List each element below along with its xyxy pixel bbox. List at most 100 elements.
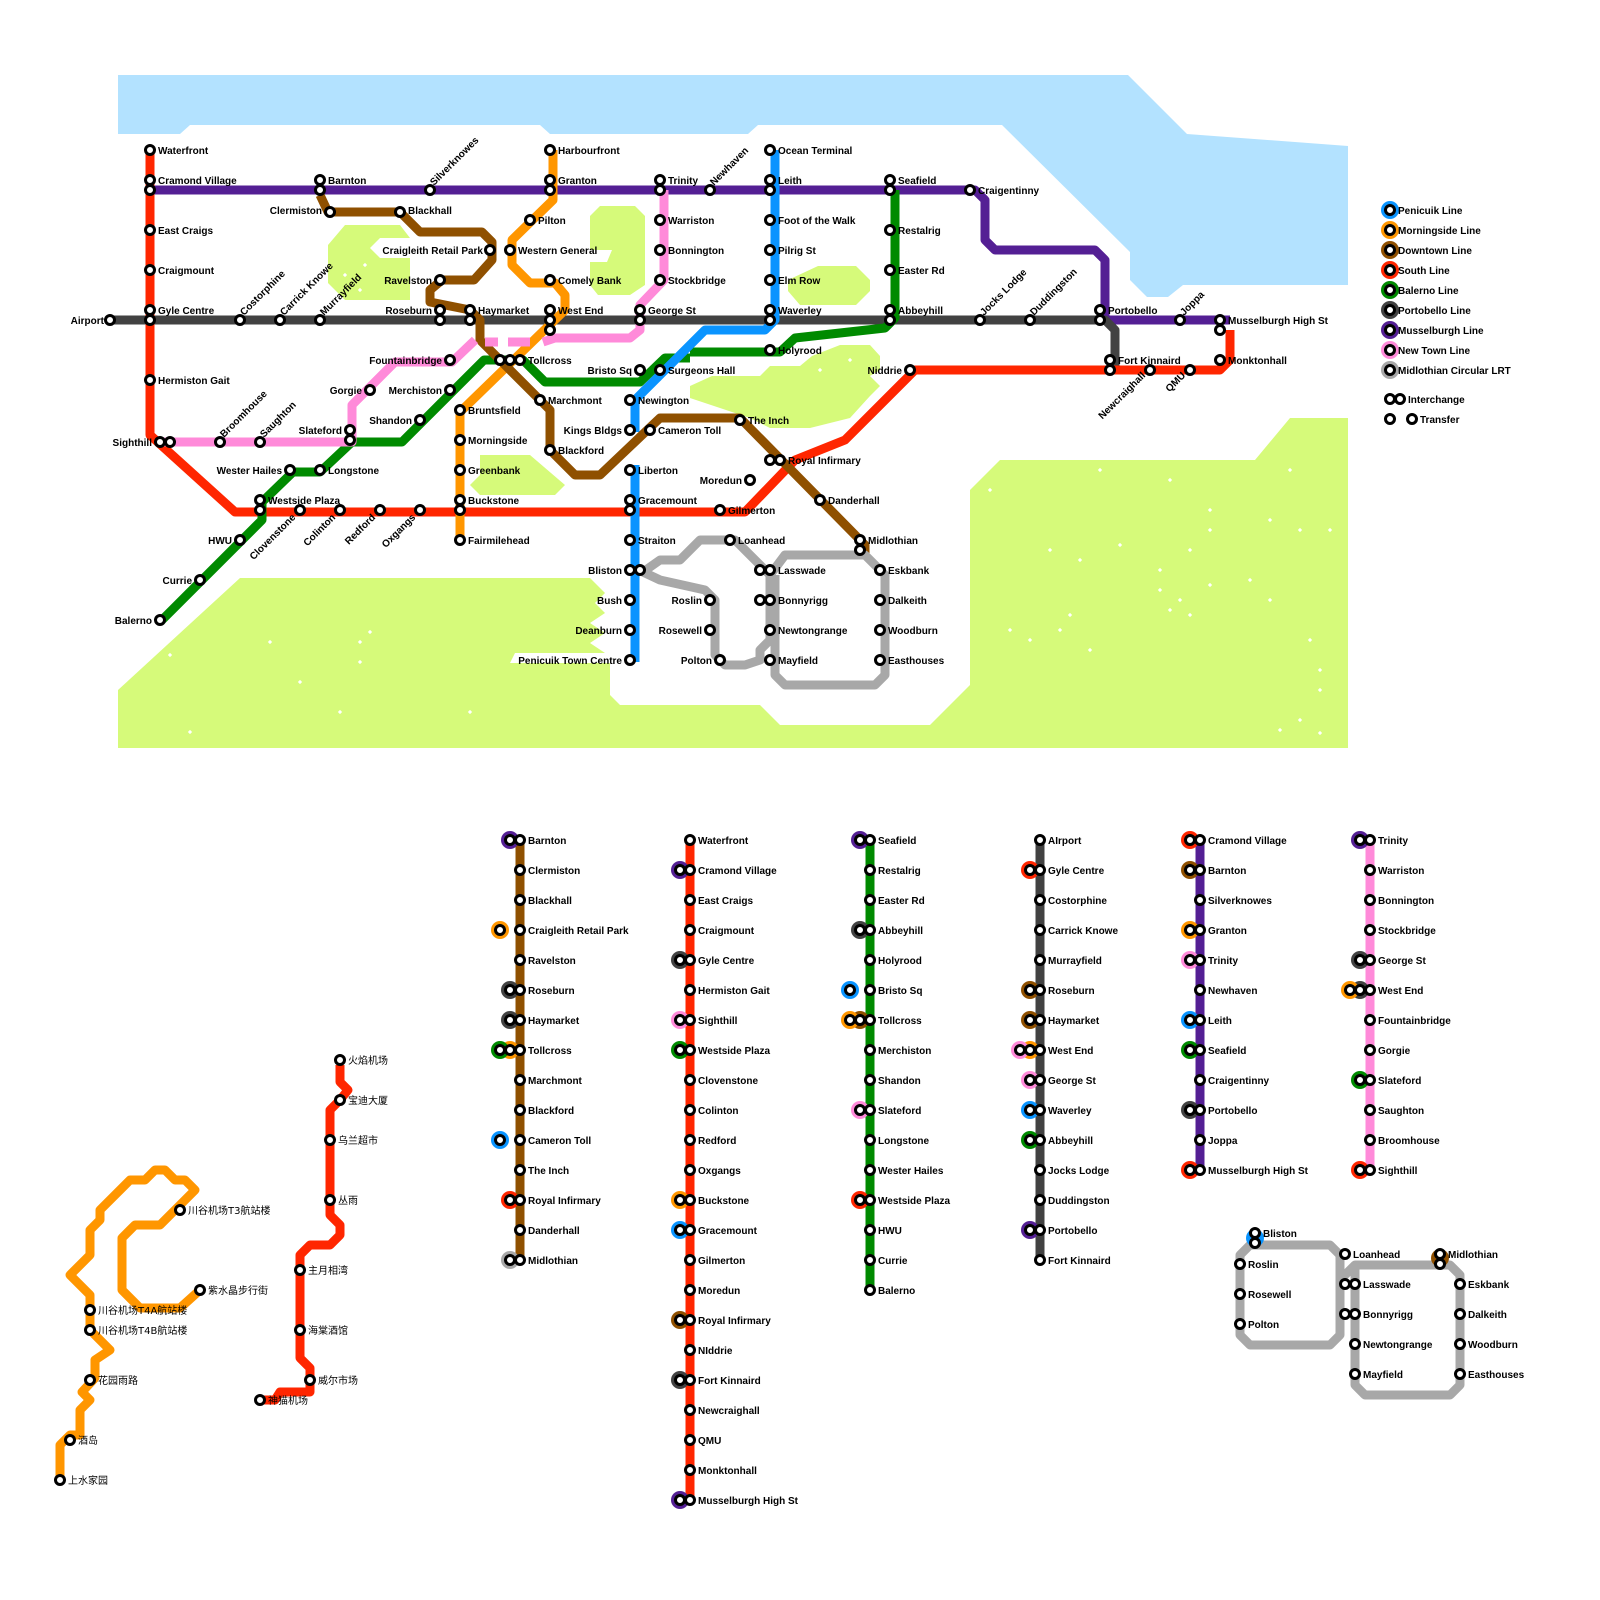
station-deanburn[interactable] <box>624 624 636 636</box>
station-cameron-toll[interactable] <box>644 424 656 436</box>
station-longstone[interactable] <box>314 464 326 476</box>
transfer-marker[interactable] <box>494 924 506 936</box>
cn-red-station[interactable] <box>334 1054 346 1066</box>
station-clermiston[interactable] <box>324 206 336 218</box>
strip-station[interactable] <box>1034 1254 1046 1266</box>
station-westside-plaza[interactable] <box>254 494 266 506</box>
station-hermiston-gait[interactable] <box>144 374 156 386</box>
station-platform[interactable] <box>494 354 506 366</box>
station-balerno[interactable] <box>154 614 166 626</box>
station-qmu[interactable] <box>1184 364 1196 376</box>
interchange-marker[interactable] <box>1184 1104 1196 1116</box>
cn-red-station[interactable] <box>304 1374 316 1386</box>
station-dalkeith[interactable] <box>874 594 886 606</box>
strip-station[interactable] <box>1034 1014 1046 1026</box>
strip-station[interactable] <box>1194 1134 1206 1146</box>
strip-station[interactable] <box>864 834 876 846</box>
interchange-marker[interactable] <box>1024 1224 1036 1236</box>
cn-orange-station[interactable] <box>84 1374 96 1386</box>
station-currie[interactable] <box>194 574 206 586</box>
strip-station[interactable] <box>514 834 526 846</box>
station-seafield[interactable] <box>884 174 896 186</box>
station-costorphine[interactable] <box>234 314 246 326</box>
strip-station[interactable] <box>1034 894 1046 906</box>
station-ravelston[interactable] <box>434 274 446 286</box>
strip-station[interactable] <box>684 1284 696 1296</box>
station-saughton[interactable] <box>254 436 266 448</box>
cn-red-station[interactable] <box>254 1394 266 1406</box>
strip-station[interactable] <box>514 1014 526 1026</box>
station-portobello[interactable] <box>1094 304 1106 316</box>
loop-station[interactable] <box>1234 1288 1246 1300</box>
interchange-marker[interactable] <box>494 1044 506 1056</box>
strip-station[interactable] <box>684 1044 696 1056</box>
strip-station[interactable] <box>1364 1164 1376 1176</box>
station-bonnyrigg[interactable] <box>764 594 776 606</box>
station-platform[interactable] <box>634 314 646 326</box>
strip-station[interactable] <box>1194 1044 1206 1056</box>
loop-station[interactable] <box>1249 1237 1261 1249</box>
strip-station[interactable] <box>684 1224 696 1236</box>
station-straiton[interactable] <box>624 534 636 546</box>
strip-station[interactable] <box>864 1014 876 1026</box>
interchange-marker[interactable] <box>674 1014 686 1026</box>
strip-station[interactable] <box>1364 1074 1376 1086</box>
interchange-marker[interactable] <box>1184 1014 1196 1026</box>
station-airport[interactable] <box>104 314 116 326</box>
strip-station[interactable] <box>684 1374 696 1386</box>
station-platform[interactable] <box>434 314 446 326</box>
station-niddrie[interactable] <box>904 364 916 376</box>
strip-station[interactable] <box>864 864 876 876</box>
cn-orange-station[interactable] <box>84 1324 96 1336</box>
interchange-marker[interactable] <box>1024 1014 1036 1026</box>
strip-station[interactable] <box>684 1404 696 1416</box>
station-bristo-sq[interactable] <box>634 364 646 376</box>
strip-station[interactable] <box>684 864 696 876</box>
station-comely-bank[interactable] <box>544 274 556 286</box>
station-western-general[interactable] <box>504 244 516 256</box>
station-duddingston[interactable] <box>1024 314 1036 326</box>
station-ocean-terminal[interactable] <box>764 144 776 156</box>
station-waverley[interactable] <box>764 304 776 316</box>
strip-station[interactable] <box>1364 954 1376 966</box>
loop-station[interactable] <box>1339 1308 1351 1320</box>
strip-station[interactable] <box>1034 1194 1046 1206</box>
station-pilton[interactable] <box>524 214 536 226</box>
station-platform[interactable] <box>1214 324 1226 336</box>
station-loanhead[interactable] <box>724 534 736 546</box>
station-platform[interactable] <box>314 184 326 196</box>
cn-red-station[interactable] <box>294 1264 306 1276</box>
strip-station[interactable] <box>1194 1164 1206 1176</box>
station-platform[interactable] <box>764 314 776 326</box>
interchange-marker[interactable] <box>674 1194 686 1206</box>
strip-station[interactable] <box>684 924 696 936</box>
station-royal-infirmary[interactable] <box>774 454 786 466</box>
station-platform[interactable] <box>464 314 476 326</box>
interchange-marker[interactable] <box>674 1374 686 1386</box>
loop-station[interactable] <box>1339 1248 1351 1260</box>
station-craigleith[interactable] <box>484 244 496 256</box>
interchange-marker[interactable] <box>1024 1074 1036 1086</box>
loop-station[interactable] <box>1454 1368 1466 1380</box>
strip-station[interactable] <box>1194 954 1206 966</box>
station-east-craigs[interactable] <box>144 224 156 236</box>
strip-station[interactable] <box>684 1494 696 1506</box>
strip-station[interactable] <box>684 1164 696 1176</box>
strip-station[interactable] <box>514 1074 526 1086</box>
station-buckstone[interactable] <box>454 494 466 506</box>
station-platform[interactable] <box>1094 314 1106 326</box>
station-clovenstone[interactable] <box>294 504 306 516</box>
station-fort-kinnaird[interactable] <box>1104 354 1116 366</box>
station-woodburn[interactable] <box>874 624 886 636</box>
station-platform[interactable] <box>884 184 896 196</box>
station-greenbank[interactable] <box>454 464 466 476</box>
strip-station[interactable] <box>684 1074 696 1086</box>
station-fountainbridge[interactable] <box>444 354 456 366</box>
station-murrayfield[interactable] <box>314 314 326 326</box>
station-jocks-lodge[interactable] <box>974 314 986 326</box>
strip-station[interactable] <box>1364 924 1376 936</box>
strip-station[interactable] <box>1194 864 1206 876</box>
station-newhaven[interactable] <box>704 184 716 196</box>
strip-station[interactable] <box>864 1134 876 1146</box>
strip-station[interactable] <box>1364 834 1376 846</box>
